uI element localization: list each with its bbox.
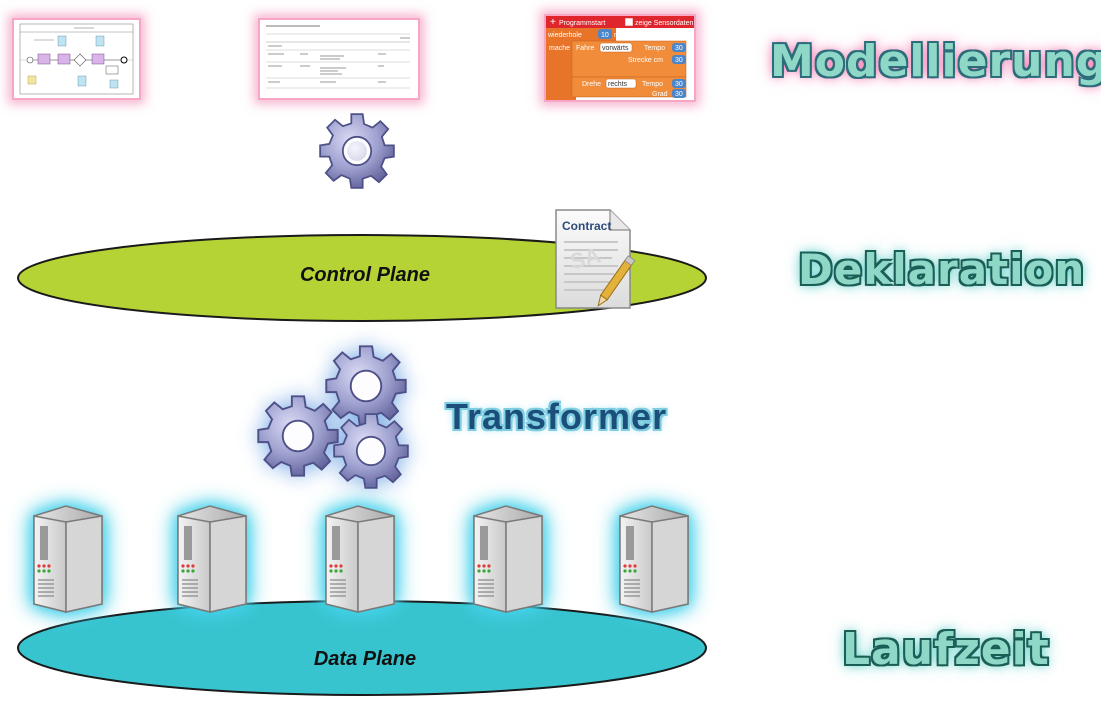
layer-title-declaration: Deklaration (798, 245, 1086, 294)
gear-icon (319, 113, 395, 189)
blockly-value-2: 30 (675, 57, 683, 64)
blockly-drive: Fahre (576, 45, 594, 52)
blockly-value-4: 30 (675, 91, 683, 98)
server-icon (473, 505, 543, 613)
blockly-program-thumbnail: + Programmstart zeige Sensordaten wieder… (544, 14, 696, 102)
server-icon (33, 505, 103, 613)
server-icon (325, 505, 395, 613)
transformer-label: Transformer (446, 396, 668, 437)
blockly-speed-1: Tempo (644, 45, 665, 52)
blockly-turn: Drehe (582, 81, 601, 88)
blockly-repeat: wiederhole (547, 32, 582, 39)
gear-icon (333, 413, 409, 489)
blockly-repeat-count: 10 (601, 32, 609, 39)
blockly-plus-icon: + (550, 17, 556, 28)
bpmn-diagram-image (19, 23, 134, 95)
blockly-do: mache (549, 45, 570, 52)
blockly-turn-dir: rechts (608, 81, 628, 88)
layer-title-modeling: Modellierung (770, 36, 1101, 87)
table-document-image (266, 25, 410, 89)
server-icon (619, 505, 689, 613)
contract-document-icon: SA (555, 209, 636, 309)
blockly-value-3: 30 (675, 81, 683, 88)
data-plane-label: Data Plane (313, 648, 417, 670)
blockly-repeat-unit: mal (614, 32, 626, 39)
control-plane-label: Control Plane (299, 264, 430, 286)
blockly-value-1: 30 (675, 45, 683, 52)
bpmn-diagram-thumbnail (12, 18, 141, 100)
layer-title-runtime: Laufzeit (842, 624, 1050, 675)
blockly-speed-2: Tempo (642, 81, 663, 88)
blockly-header: Programmstart (559, 20, 605, 27)
blockly-sensor: zeige Sensordaten (635, 20, 693, 27)
gear-icon (325, 345, 407, 427)
gear-icon (257, 395, 339, 477)
blockly-distance: Strecke cm (628, 57, 663, 64)
control-plane-ellipse (17, 234, 707, 322)
blockly-degree: Grad (652, 91, 668, 98)
blockly-program-image: + Programmstart zeige Sensordaten wieder… (546, 16, 694, 100)
table-document-thumbnail (258, 18, 420, 100)
server-icon (177, 505, 247, 613)
contract-label: Contract (562, 219, 612, 233)
blockly-drive-dir: vorwärts (602, 45, 629, 52)
transformer-gears (252, 344, 422, 494)
